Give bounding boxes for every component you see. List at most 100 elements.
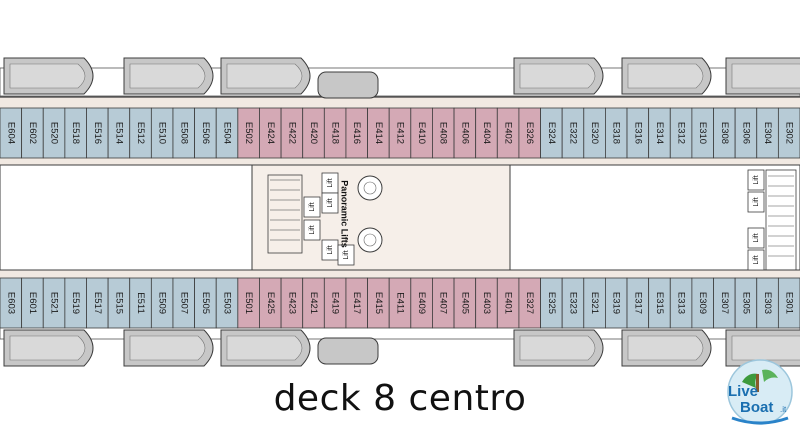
panoramic-lift-pod <box>363 233 377 247</box>
left-open-area <box>0 164 253 271</box>
lift-label: Lift <box>309 225 316 234</box>
cabin-number: E402 <box>503 122 514 144</box>
cabin-number: E508 <box>178 122 189 144</box>
cabin-number: E421 <box>308 292 319 314</box>
cabin-number: E303 <box>762 292 773 314</box>
cabin-number: E604 <box>5 122 16 144</box>
cabin-number: E313 <box>676 292 687 314</box>
cabin-number: E516 <box>92 122 103 144</box>
cabin-number: E520 <box>49 122 60 144</box>
lifeboat-canopy <box>129 63 206 89</box>
cabin-number: E602 <box>27 122 38 144</box>
cabin-number: E314 <box>654 122 665 144</box>
cabin-number: E603 <box>5 292 16 314</box>
cabin-number: E306 <box>740 122 751 144</box>
cabin-number: E309 <box>697 292 708 314</box>
lifeboats-top <box>3 57 800 99</box>
cabin-number: E310 <box>697 122 708 144</box>
cabin-number: E515 <box>113 292 124 314</box>
aft-stairwell <box>765 169 797 271</box>
lift-box <box>321 192 339 214</box>
cabin-number: E312 <box>676 122 687 144</box>
cabin-number: E315 <box>654 292 665 314</box>
logo-word-boat: Boat <box>740 399 773 416</box>
cabin-number: E405 <box>459 292 470 314</box>
lift-label: Lift <box>309 202 316 211</box>
palm-trunk-icon <box>756 374 759 392</box>
logo-word-live: Live <box>728 383 758 400</box>
cabin-number: E601 <box>27 292 38 314</box>
panoramic-lift-pod <box>363 181 377 195</box>
cabin-number: E325 <box>546 292 557 314</box>
tender-boat <box>317 71 379 99</box>
cabin-number: E308 <box>719 122 730 144</box>
cabin-number: E407 <box>438 292 449 314</box>
cabin-number: E521 <box>49 292 60 314</box>
cabin-number: E414 <box>373 122 384 144</box>
lift-label: Lift <box>753 175 760 184</box>
lift-label: Lift <box>327 198 334 207</box>
lifeboat-canopy <box>129 335 206 361</box>
tender-boat <box>317 337 379 365</box>
cabin-number: E301 <box>784 292 795 314</box>
lift-label: Lift <box>343 250 350 259</box>
panoramic-lifts-label: Panoramic Lifts <box>340 180 350 248</box>
lift-box <box>747 191 765 213</box>
lift-label: Lift <box>753 197 760 206</box>
cabin-number: E506 <box>200 122 211 144</box>
cabin-number: E502 <box>243 122 254 144</box>
lifeboats-bottom <box>3 329 800 367</box>
cabin-number: E408 <box>438 122 449 144</box>
cabin-number: E401 <box>503 292 514 314</box>
cabin-number: E423 <box>286 292 297 314</box>
lift-label: Lift <box>753 255 760 264</box>
cabin-number: E509 <box>157 292 168 314</box>
cabin-number: E512 <box>135 122 146 144</box>
cabin-number: E419 <box>330 292 341 314</box>
lifeboat-canopy <box>226 63 303 89</box>
cabin-number: E317 <box>632 292 643 314</box>
cabin-number: E517 <box>92 292 103 314</box>
cabin-number: E425 <box>265 292 276 314</box>
lift-box <box>747 169 765 191</box>
cabin-number: E302 <box>784 122 795 144</box>
cabin-number: E409 <box>416 292 427 314</box>
lift-box <box>747 227 765 249</box>
cabin-number: E318 <box>611 122 622 144</box>
palm-leaf-icon <box>742 373 758 388</box>
cabin-number: E519 <box>70 292 81 314</box>
cabin-number: E416 <box>351 122 362 144</box>
logo-wave-icon <box>731 416 789 425</box>
cabin-number: E319 <box>611 292 622 314</box>
lifeboat-canopy <box>9 63 86 89</box>
cabin-number: E406 <box>459 122 470 144</box>
deck-caption: deck 8 centro <box>273 378 527 419</box>
lift-label: Lift <box>327 178 334 187</box>
cabin-number: E514 <box>113 122 124 144</box>
lifeboat-canopy <box>731 335 800 361</box>
lift-label: Lift <box>327 245 334 254</box>
cabin-number: E404 <box>481 122 492 144</box>
logo-suffix: .it <box>780 405 787 414</box>
livebeat-logo: Live Boat .it <box>727 359 793 425</box>
cabin-number: E420 <box>308 122 319 144</box>
cabin-number: E505 <box>200 292 211 314</box>
panoramic-lift-pod <box>357 175 383 201</box>
cabin-number: E316 <box>632 122 643 144</box>
cabin-number: E307 <box>719 292 730 314</box>
cabin-number: E417 <box>351 292 362 314</box>
cabin-number: E326 <box>524 122 535 144</box>
lift-box <box>337 244 355 266</box>
cabin-number: E422 <box>286 122 297 144</box>
cabin-number: E410 <box>416 122 427 144</box>
cabin-number: E424 <box>265 122 276 144</box>
palm-leaf-icon <box>762 369 778 382</box>
lift-box <box>303 196 321 218</box>
cabin-number: E501 <box>243 292 254 314</box>
cabin-number: E327 <box>524 292 535 314</box>
cabin-number: E415 <box>373 292 384 314</box>
